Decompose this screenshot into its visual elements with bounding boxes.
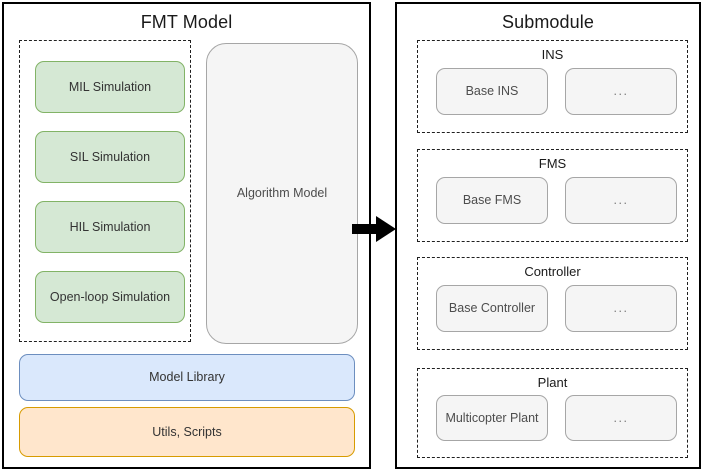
node-ins-more[interactable]: ... (565, 68, 677, 115)
node-multicopter-plant[interactable]: Multicopter Plant (436, 395, 548, 441)
submodule-group-ins-label: INS (541, 47, 564, 62)
submodule-panel: Submodule INS Base INS ... FMS Base FMS … (395, 2, 701, 469)
submodule-group-ins: INS Base INS ... (417, 40, 688, 133)
node-fms-more[interactable]: ... (565, 177, 677, 224)
node-model-library[interactable]: Model Library (19, 354, 355, 401)
simulation-group-container (19, 40, 191, 342)
node-sil-simulation[interactable]: SIL Simulation (35, 131, 185, 183)
submodule-title: Submodule (502, 12, 594, 32)
right-arrow-icon (352, 216, 396, 242)
submodule-group-fms-label: FMS (538, 156, 567, 171)
submodule-group-controller-label: Controller (524, 264, 581, 279)
node-open-loop-simulation[interactable]: Open-loop Simulation (35, 271, 185, 323)
node-mil-simulation[interactable]: MIL Simulation (35, 61, 185, 113)
node-controller-more[interactable]: ... (565, 285, 677, 332)
fmt-model-panel: FMT Model MIL Simulation SIL Simulation … (2, 2, 371, 469)
submodule-group-controller: Controller Base Controller ... (417, 257, 688, 350)
submodule-group-fms: FMS Base FMS ... (417, 149, 688, 242)
node-hil-simulation[interactable]: HIL Simulation (35, 201, 185, 253)
node-base-fms[interactable]: Base FMS (436, 177, 548, 224)
node-plant-more[interactable]: ... (565, 395, 677, 441)
node-base-ins[interactable]: Base INS (436, 68, 548, 115)
node-utils-scripts[interactable]: Utils, Scripts (19, 407, 355, 457)
fmt-model-title: FMT Model (140, 12, 233, 32)
submodule-group-plant-label: Plant (537, 375, 568, 390)
node-base-controller[interactable]: Base Controller (436, 285, 548, 332)
node-algorithm-model[interactable]: Algorithm Model (206, 43, 358, 344)
submodule-group-plant: Plant Multicopter Plant ... (417, 368, 688, 458)
